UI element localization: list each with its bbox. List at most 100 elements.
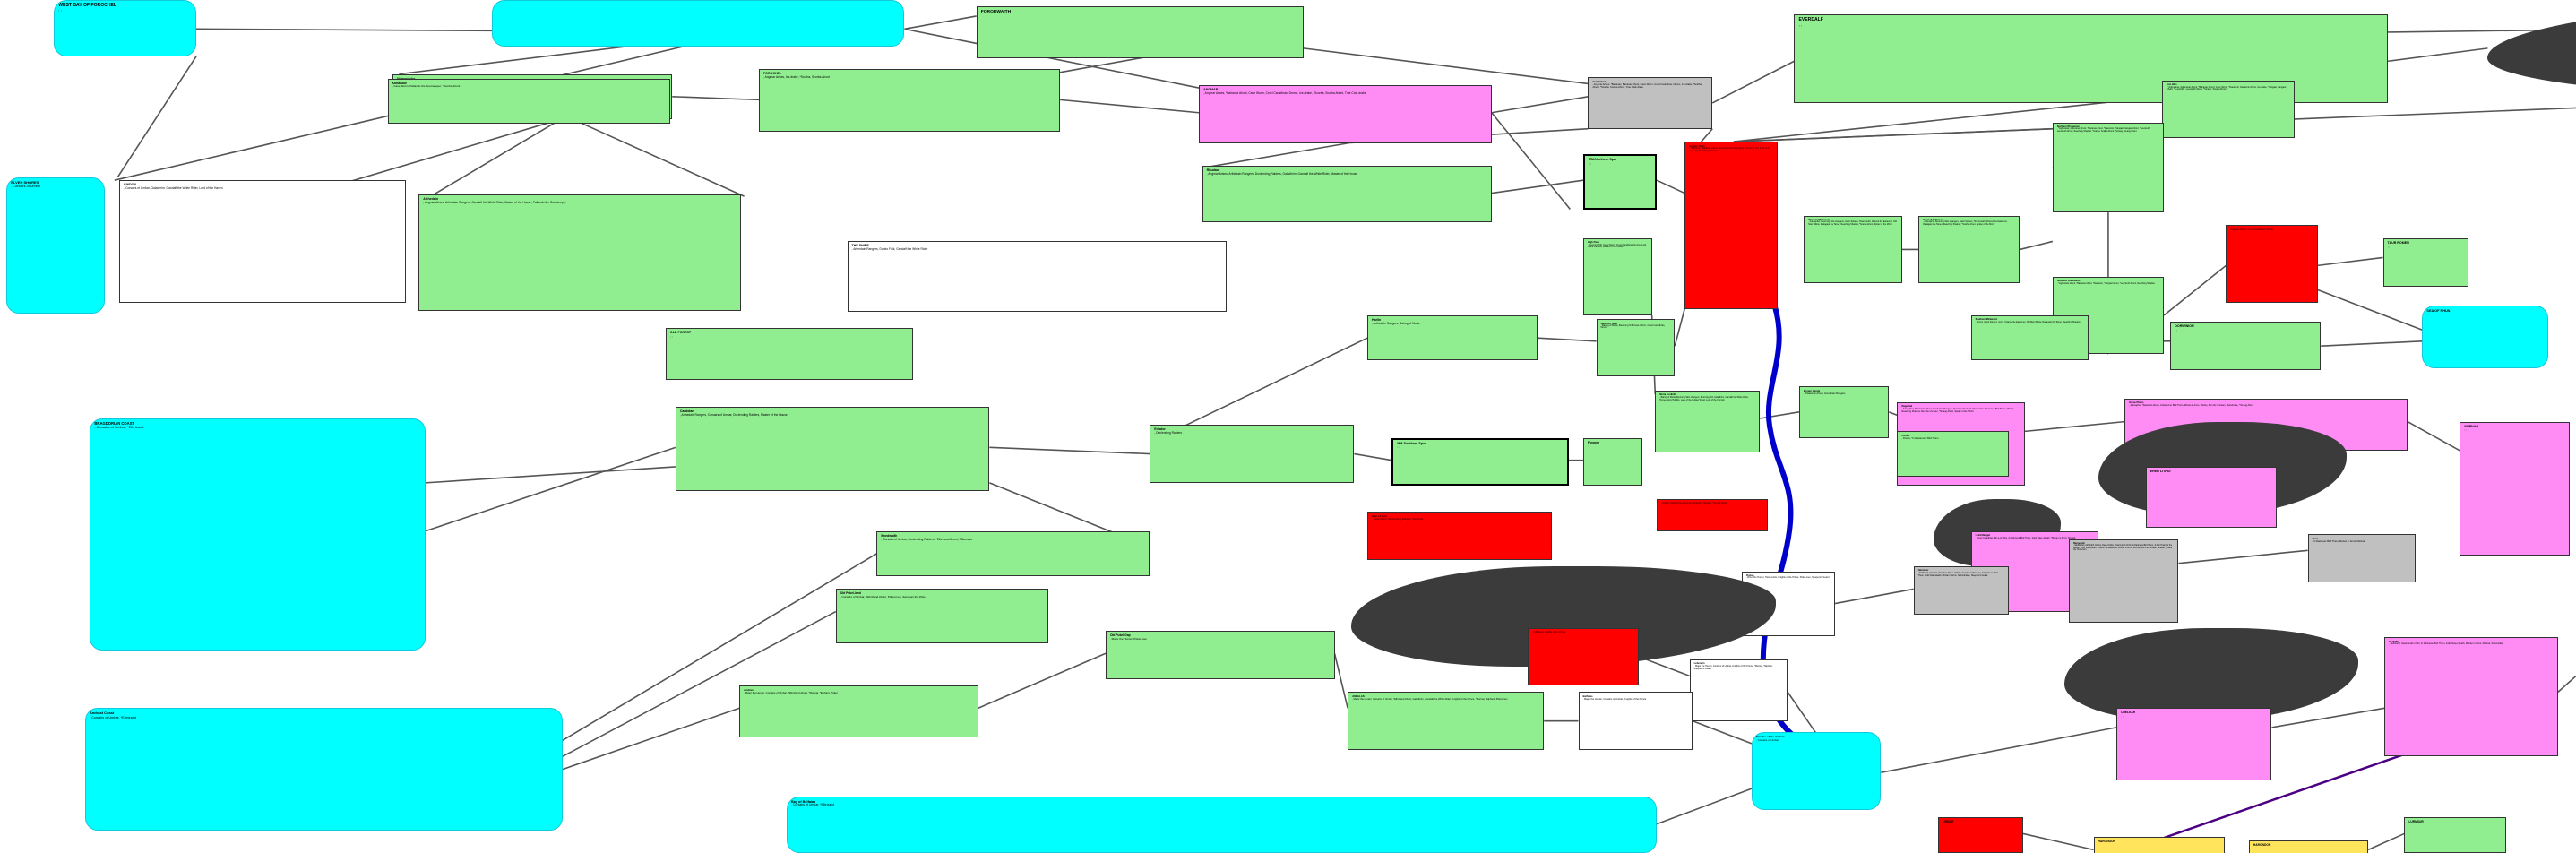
- node-harlin[interactable]: Harlin, Arthedain Rangers, Balrog of Mor…: [1367, 315, 1538, 361]
- node-body: , *Elbrizand, Knights of the Prince: [1531, 630, 1566, 633]
- node-the-shire[interactable]: THE SHIRE, Arthedain Rangers, Dunlro Fol…: [847, 241, 1228, 313]
- node-fangorn[interactable]: Fangorn, ,: [1582, 437, 1642, 487]
- node-body: , Adunaphel, *Daelomin Ahunt, Ji Eastern…: [2129, 404, 2254, 408]
- node-sea-of-rhun[interactable]: SEA OF RHUN, ,: [2422, 306, 2548, 369]
- connection-line: [1303, 47, 1589, 85]
- node-body: , Adunaphel, Beorning Skin-changers, Gia…: [1923, 220, 2008, 227]
- node-iron-hills[interactable]: Iron Hills, *Agburanar, Agburanar Ahunt,…: [2162, 80, 2296, 139]
- node-andrast[interactable]: Andrast, Major the Hunter, Corsairs of U…: [739, 685, 978, 737]
- node-eriador[interactable]: Eriador, Dunlending Raiders: [1150, 425, 1355, 483]
- node-andrast-coast[interactable]: Andrast Coast, Corsairs of Umbar, *Elbri…: [84, 708, 563, 831]
- connection-line: [1733, 127, 2053, 142]
- connection-line: [1656, 788, 1753, 825]
- node-mm-northern-spur[interactable]: MM-Northern Spur, ,: [1582, 154, 1658, 210]
- node-body: , Arthedain Rangers, Dunlro Folk, Gandal…: [851, 247, 928, 252]
- node-lorien[interactable]: Lórien, Drums, *In Easterners Bird Them: [1897, 431, 2009, 477]
- node-title: FORODWAITH: [980, 10, 1012, 15]
- node-high-pass[interactable]: High Pass, Beorning Toll, Cave Worm, Cru…: [1582, 237, 1652, 316]
- node-title: FOROCHEL: [762, 72, 782, 76]
- node-body: , *Agburanar, Agburanar Ahunt, *Bairanax…: [2056, 127, 2151, 133]
- node-west-bay-of-forochel[interactable]: WEST BAY OF FOROCHEL, ,: [54, 0, 197, 56]
- node-title: Moria Foothills: [1659, 393, 1676, 397]
- node-redhorn-gate[interactable]: Redhorn Gate, Balrog of Moria, Beorning …: [1596, 318, 1676, 377]
- node-forochel[interactable]: FOROCHEL, Angmar Arises, Ice-drake, *Sco…: [758, 69, 1060, 133]
- node-title: HARONDOR: [2253, 842, 2271, 847]
- node-title: Mouths of the Anduin: [1756, 735, 1785, 739]
- node-angmar[interactable]: ANGMAR, Angmar Arises, *Bairanax Ahunt, …: [1199, 85, 1492, 143]
- node-title: UMBAR: [1943, 820, 1954, 824]
- node-heart-of-mirkwood[interactable]: Heart of Mirkwood, Adunaphel, Beorning S…: [1918, 215, 2020, 284]
- node-western-mirkwood[interactable]: Western Mirkwood, Adunaphel, Beorning Sk…: [1804, 215, 1902, 284]
- node-forodwaith[interactable]: FORODWAITH: [976, 6, 1304, 58]
- node-body: , Angmar Arises, Ice-drake, *Scorba, Sco…: [762, 75, 830, 79]
- connection-line: [1059, 99, 1200, 114]
- node-cardolan[interactable]: Cardolan, Arthedain Rangers, Corsairs of…: [675, 407, 990, 491]
- node-umbar-red[interactable]: UMBAR: [1938, 817, 2023, 853]
- node-red-center[interactable]: , Drums, Khamul the Easterner, Reaching …: [1657, 498, 1769, 531]
- node-nurn[interactable]: Nurn, In Darkness Bird Them, Morian in A…: [2307, 534, 2417, 583]
- node-gundabad[interactable]: Gundabad, Angmar Arises, *Bairanax, Bair…: [1588, 77, 1713, 129]
- connection-line: [1889, 411, 1898, 417]
- node-title: MM-Southern Spur: [1397, 441, 1426, 445]
- node-body: , ,: [2464, 427, 2468, 432]
- node-body: , *Agburanar, Agburanar Ahunt, *Bairanax…: [2167, 85, 2287, 91]
- node-khand[interactable]: KHAND, Akhôrahil, Hoarmurath of Dir, In …: [2384, 637, 2558, 757]
- connection-line: [1692, 719, 1753, 745]
- connection-line: [2407, 420, 2460, 452]
- node-dark-blob-4[interactable]: [2063, 627, 2359, 721]
- node-moria-foothills[interactable]: Moria Foothills, Balrog of Moria, Beorni…: [1655, 391, 1761, 452]
- node-lebennin[interactable]: Lebennin, Major the Hunter, Corsairs of …: [1689, 659, 1788, 721]
- node-ered-lithui[interactable]: ERED LITHUI: [2145, 466, 2277, 529]
- node-old-forest[interactable]: OLD FOREST, ,: [665, 328, 913, 380]
- node-dorwinion[interactable]: DORWINION, ,: [2170, 322, 2322, 371]
- node-body: , In Darkness Bird Them, Morian in Arms,…: [2312, 540, 2365, 544]
- node-body: , Adunaphel, *Daelomin Ahunt, Gondorian …: [1901, 407, 2015, 413]
- node-southern-mirkwood[interactable]: Southern Mirkwood, Drums, Giant Spiders,…: [1970, 315, 2089, 361]
- node-bragdorian-coast[interactable]: BRAGDORIAN COAST, Corsairs of Umbar, *El…: [90, 418, 426, 651]
- node-gap-of-isen[interactable]: Gap of Isen, Cave Worm, Dunlending Raide…: [1367, 512, 1553, 561]
- node-rhudaur[interactable]: Rhudaur, Angmar Arises, Arthedain Ranger…: [1202, 166, 1492, 222]
- node-harondor-yellow-2[interactable]: HARONDOR: [2248, 840, 2369, 853]
- node-title: MM-Northern Spur: [1588, 158, 1617, 162]
- node-south-gondor[interactable]: Old Pukel-land, Corsairs of Umbar, *Elbr…: [835, 589, 1049, 644]
- node-northern-rhovanion[interactable]: Northern Rhovanion, *Agburanar, Agburana…: [2052, 122, 2164, 213]
- node-lindon[interactable]: LINDON, Corsairs of Umbar, Galadhrim, Ga…: [119, 180, 406, 303]
- node-title: EVERDALF: [1798, 17, 1823, 23]
- connection-line: [1491, 179, 1584, 194]
- node-body: , ,: [2175, 328, 2178, 332]
- node-red-mid-lower[interactable]: , *Elbrizand, Knights of the Prince: [1527, 627, 1640, 686]
- connection-line: [2387, 47, 2488, 63]
- node-nurnag[interactable]: NURNAG, ,: [2460, 421, 2570, 556]
- node-body: Angmar Arises, Cruel Caradhras, Drums: [2230, 228, 2274, 232]
- node-everdalf[interactable]: EVERDALF, ,: [1794, 14, 2389, 103]
- node-taur-romen[interactable]: TAUR ROMEN, ,: [2382, 237, 2468, 287]
- node-brown-lands[interactable]: Brown Lands, *Daelomin Ahunt, Gondorian …: [1798, 386, 1890, 438]
- node-mouths-of-the-anduin[interactable]: Mouths of the Anduin, Corsairs of Umbar: [1752, 732, 1882, 810]
- node-bay-of-belfalas[interactable]: Bay of Belfalas, Corsairs of Umbar, *Elb…: [787, 797, 1658, 853]
- connection-line: [1333, 653, 1348, 709]
- node-harondor-yellow-1[interactable]: HARONDOR: [2093, 837, 2225, 853]
- node-red-small-right[interactable]: Angmar Arises, Cruel Caradhras, Drums: [2226, 225, 2318, 303]
- node-enedwaith[interactable]: Enedwaith, Corsairs of Umbar, Dunlending…: [876, 530, 1150, 577]
- node-mm-southern-spur[interactable]: MM-Southern Spur, ,: [1391, 437, 1569, 487]
- node-body: , Cave Worm, Pallando the Soul-keeper, *…: [392, 84, 461, 89]
- node-lurmsur-right[interactable]: LURMSUR: [2404, 817, 2506, 853]
- node-chelkar[interactable]: CHELKAR, ,: [2116, 708, 2272, 781]
- node-anfalas[interactable]: ANFALAS, Major the Hunter, Corsairs of U…: [1348, 692, 1545, 751]
- node-bargoroth[interactable]: Barigoroth, Adunaphel, Akhôrahil, Drums,…: [2069, 539, 2179, 624]
- node-title: ANGMAR: [1203, 88, 1219, 92]
- node-harondor[interactable]: Harondor, Akhôrahil, Corsairs of Umbar, …: [1913, 566, 2009, 616]
- node-belfalas[interactable]: Belfalas, Major the Hunter, Corsairs of …: [1578, 692, 1693, 751]
- node-body: , Major the Hunter, Corsairs of Umbar, *…: [1352, 698, 1508, 702]
- node-old-pukel-gap[interactable]: Old Pukel-Gap, Major the Hunter, Pûkel-m…: [1105, 631, 1335, 679]
- node-body: , ,: [2121, 713, 2124, 718]
- node-kamandor[interactable]: Kamandor, Cave Worm, Pallando the Soul-k…: [387, 79, 671, 125]
- node-top-landmass[interactable]: [2487, 0, 2576, 97]
- node-top-cyan-wide[interactable]: [492, 0, 905, 47]
- node-elven-shores[interactable]: ELVEN SHORES, Corsairs of Umbar: [6, 177, 105, 314]
- node-body: , Dunlending Raiders: [1154, 430, 1183, 435]
- node-anduin-vales[interactable]: Anduin Vales, *Bairanax, Bairanax Ahunt,…: [1684, 142, 1779, 309]
- node-title: NURNAG: [2464, 424, 2479, 428]
- node-arthedain[interactable]: Arthedain, Angmar Arises, Arthedain Rang…: [418, 194, 741, 311]
